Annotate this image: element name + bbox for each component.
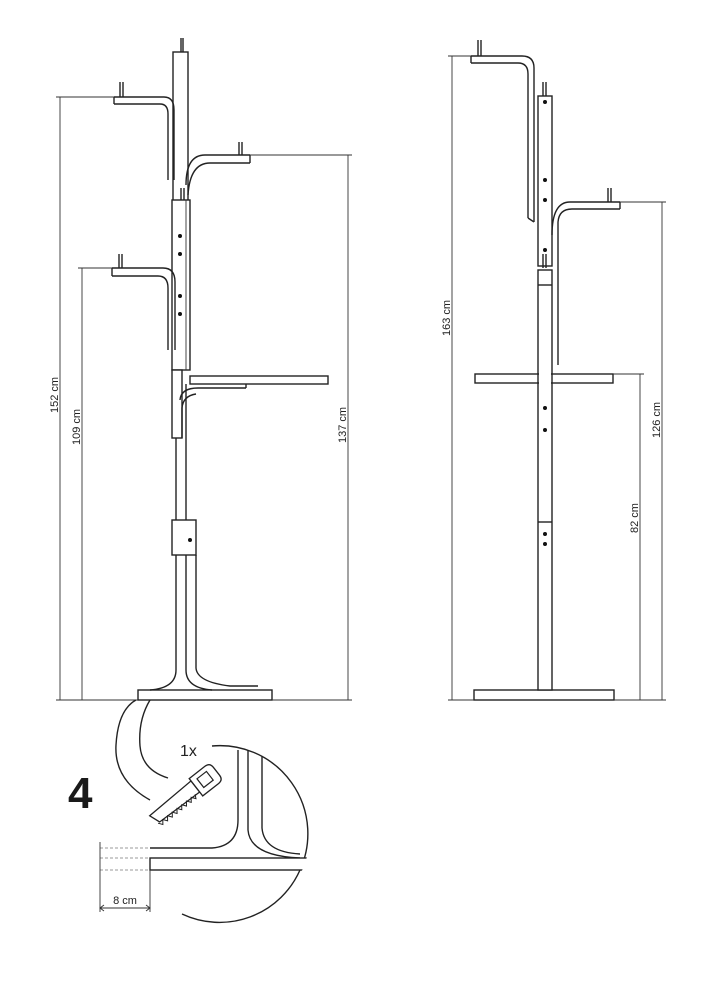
- step-number: 4: [68, 769, 93, 818]
- left-coat-stand-drawing: [111, 38, 329, 701]
- right-dimension-lines: [448, 55, 666, 701]
- dimension-label-152: 152 cm: [49, 377, 61, 413]
- dimension-label-137: 137 cm: [337, 407, 349, 443]
- saw-icon: [148, 764, 222, 826]
- detail-leader-line: [115, 699, 151, 801]
- dimension-label-126: 126 cm: [651, 402, 663, 438]
- dimension-label-82: 82 cm: [629, 503, 641, 533]
- cut-length-label: 8 cm: [113, 895, 137, 907]
- detail-magnifier: [99, 744, 310, 924]
- dimension-label-163: 163 cm: [441, 300, 453, 336]
- tool-quantity-label: 1x: [180, 743, 197, 760]
- dimension-label-109: 109 cm: [71, 409, 83, 445]
- right-coat-stand-drawing: [470, 40, 621, 701]
- left-dimension-lines: [56, 96, 352, 701]
